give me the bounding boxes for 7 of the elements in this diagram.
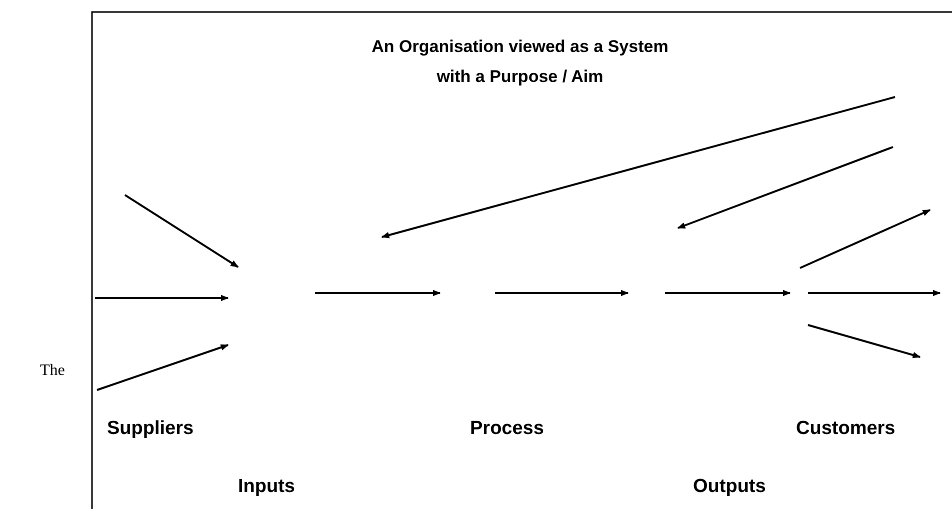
caption-text: The — [40, 362, 65, 380]
title: An Organisation viewed as a System with a Purpose / Aim — [370, 36, 670, 88]
stage-label: Process — [470, 418, 544, 440]
stage-label: Customers — [796, 418, 896, 440]
stage-label: Outputs — [693, 476, 766, 498]
stage-label: Suppliers — [107, 418, 194, 440]
stage-label: Inputs — [238, 476, 295, 498]
